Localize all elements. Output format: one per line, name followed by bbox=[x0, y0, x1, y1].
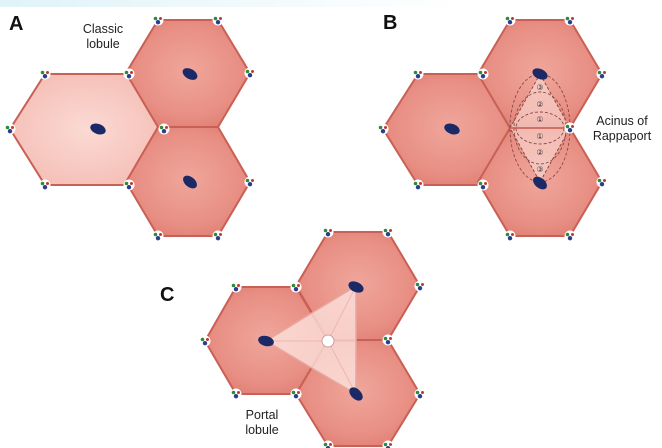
portal-triad-icon bbox=[382, 440, 394, 448]
portal-triad-icon bbox=[377, 123, 389, 135]
portal-triad-icon bbox=[382, 334, 394, 346]
zone-label-2-top: ② bbox=[536, 100, 543, 109]
central-vein-icon bbox=[183, 175, 197, 189]
label-acinus-of-rappaport: Acinus of Rappaport bbox=[592, 114, 652, 143]
panel-letter-a: A bbox=[9, 13, 24, 35]
portal-triad-icon bbox=[199, 335, 211, 347]
central-vein-icon bbox=[258, 335, 274, 347]
portal-triad-icon bbox=[382, 226, 394, 238]
panel-letter-b: B bbox=[383, 12, 398, 34]
portal-triad-icon bbox=[230, 388, 242, 400]
label-classic-lobule: Classic lobule bbox=[82, 22, 124, 51]
portal-triad-icon bbox=[123, 179, 135, 191]
portal-triad-icon bbox=[412, 179, 424, 191]
panel-b: ③ ② ① ① ② ③ bbox=[381, 19, 604, 237]
panel-letter-c: C bbox=[160, 284, 175, 306]
portal-triad-icon bbox=[158, 123, 170, 135]
portal-triad-icon bbox=[244, 67, 256, 79]
zone-label-3-bottom: ③ bbox=[536, 165, 543, 174]
central-vein-icon bbox=[533, 176, 547, 190]
portal-triad-icon bbox=[596, 68, 608, 80]
zone-label-2-bottom: ② bbox=[536, 148, 543, 157]
central-vein-icon bbox=[532, 68, 548, 80]
portal-triad-icon bbox=[322, 226, 334, 238]
portal-triad-icon bbox=[564, 230, 576, 242]
portal-triad-icon bbox=[596, 176, 608, 188]
central-vein-icon bbox=[348, 281, 364, 293]
panel-a bbox=[8, 19, 252, 237]
zone-label-1-top: ① bbox=[536, 115, 543, 124]
portal-triad-icon bbox=[290, 281, 302, 293]
portal-triad-icon bbox=[4, 123, 16, 135]
central-vein-icon bbox=[349, 387, 363, 401]
portal-triad-icon bbox=[477, 68, 489, 80]
portal-triad-icon bbox=[414, 388, 426, 400]
central-vein-icon bbox=[444, 123, 460, 135]
portal-triad-icon bbox=[504, 14, 516, 26]
portal-triad-icon bbox=[230, 281, 242, 293]
central-vein-icon bbox=[90, 123, 106, 135]
portal-triad-icon bbox=[564, 14, 576, 26]
portal-triad-icon bbox=[123, 68, 135, 80]
label-portal-lobule: Portal lobule bbox=[245, 408, 279, 437]
central-vein-icon bbox=[182, 68, 198, 80]
portal-triad-icon bbox=[477, 179, 489, 191]
portal-triad-icon bbox=[39, 68, 51, 80]
portal-triad-icon bbox=[212, 230, 224, 242]
portal-triad-icon bbox=[212, 14, 224, 26]
portal-triad-icon bbox=[564, 122, 576, 134]
portal-lobule-axis bbox=[327, 285, 357, 342]
zone-label-3-top: ③ bbox=[536, 83, 543, 92]
portal-triad-icon bbox=[244, 176, 256, 188]
portal-triad-icon bbox=[412, 68, 424, 80]
portal-lobule-triangle bbox=[264, 284, 357, 396]
portal-triad-icon bbox=[152, 230, 164, 242]
portal-triad-icon bbox=[152, 14, 164, 26]
portal-triads bbox=[4, 14, 608, 448]
portal-triad-icon bbox=[504, 230, 516, 242]
portal-triad-icon bbox=[39, 179, 51, 191]
top-accent-bar bbox=[0, 0, 662, 7]
portal-triad-icon bbox=[290, 388, 302, 400]
portal-lobule-axis bbox=[327, 340, 357, 395]
portal-triad-center bbox=[321, 334, 335, 348]
portal-triad-icon bbox=[414, 280, 426, 292]
zone-label-1-bottom: ① bbox=[536, 132, 543, 141]
portal-triad-icon bbox=[322, 440, 334, 448]
